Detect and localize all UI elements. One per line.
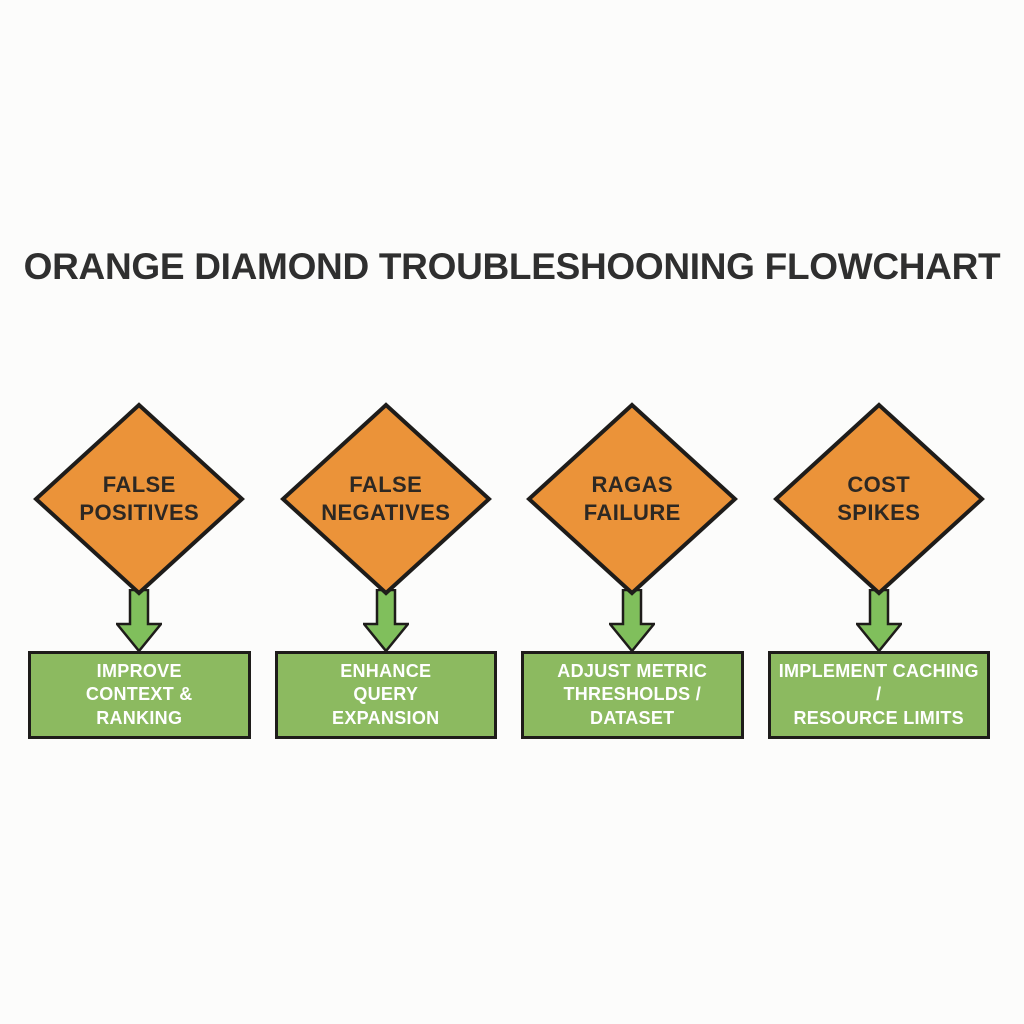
action-box-implement-caching: IMPLEMENT CACHING / RESOURCE LIMITS bbox=[767, 651, 990, 740]
diamond-shape-icon bbox=[279, 402, 492, 596]
action-box-label: IMPROVE CONTEXT & RANKING bbox=[85, 661, 193, 728]
diamond-shape-icon bbox=[526, 402, 739, 596]
action-box-label: ADJUST METRIC THRESHOLDS / DATASET bbox=[557, 661, 708, 728]
diamond-label: FALSE NEGATIVES bbox=[321, 471, 451, 525]
diamond-label: RAGAS FAILURE bbox=[583, 471, 681, 525]
action-box-label: IMPLEMENT CACHING / RESOURCE LIMITS bbox=[778, 661, 979, 728]
flow-column-false-positives: FALSE POSITIVES IMPROVE CONTEXT & RANKIN… bbox=[28, 402, 251, 740]
diamond-cost-spikes: COST SPIKES bbox=[772, 402, 985, 596]
flow-column-ragas-failure: RAGAS FAILURE ADJUST METRIC THRESHOLDS /… bbox=[521, 402, 744, 740]
diamond-label: FALSE POSITIVES bbox=[79, 471, 200, 525]
diamond-shape-icon bbox=[772, 402, 985, 596]
action-box-label: ENHANCE QUERY EXPANSION bbox=[332, 661, 440, 728]
down-arrow-icon bbox=[609, 589, 656, 653]
flow-column-false-negatives: FALSE NEGATIVES ENHANCE QUERY EXPANSION bbox=[274, 402, 497, 740]
page-title: ORANGE DIAMOND TROUBLESHOONING FLOWCHART bbox=[23, 246, 1001, 287]
action-box-adjust-thresholds: ADJUST METRIC THRESHOLDS / DATASET bbox=[521, 651, 744, 740]
diamond-false-positives: FALSE POSITIVES bbox=[33, 402, 246, 596]
diamond-shape-icon bbox=[33, 402, 246, 596]
diamond-ragas-failure: RAGAS FAILURE bbox=[526, 402, 739, 596]
down-arrow-icon bbox=[855, 589, 902, 653]
down-arrow-icon bbox=[116, 589, 163, 653]
flow-row: FALSE POSITIVES IMPROVE CONTEXT & RANKIN… bbox=[28, 402, 990, 740]
action-box-enhance-query: ENHANCE QUERY EXPANSION bbox=[274, 651, 497, 740]
diamond-false-negatives: FALSE NEGATIVES bbox=[279, 402, 492, 596]
flow-column-cost-spikes: COST SPIKES IMPLEMENT CACHING / RESOURCE… bbox=[767, 402, 990, 740]
down-arrow-icon bbox=[362, 589, 409, 653]
diamond-label: COST SPIKES bbox=[837, 471, 921, 525]
action-box-improve-context: IMPROVE CONTEXT & RANKING bbox=[28, 651, 251, 740]
